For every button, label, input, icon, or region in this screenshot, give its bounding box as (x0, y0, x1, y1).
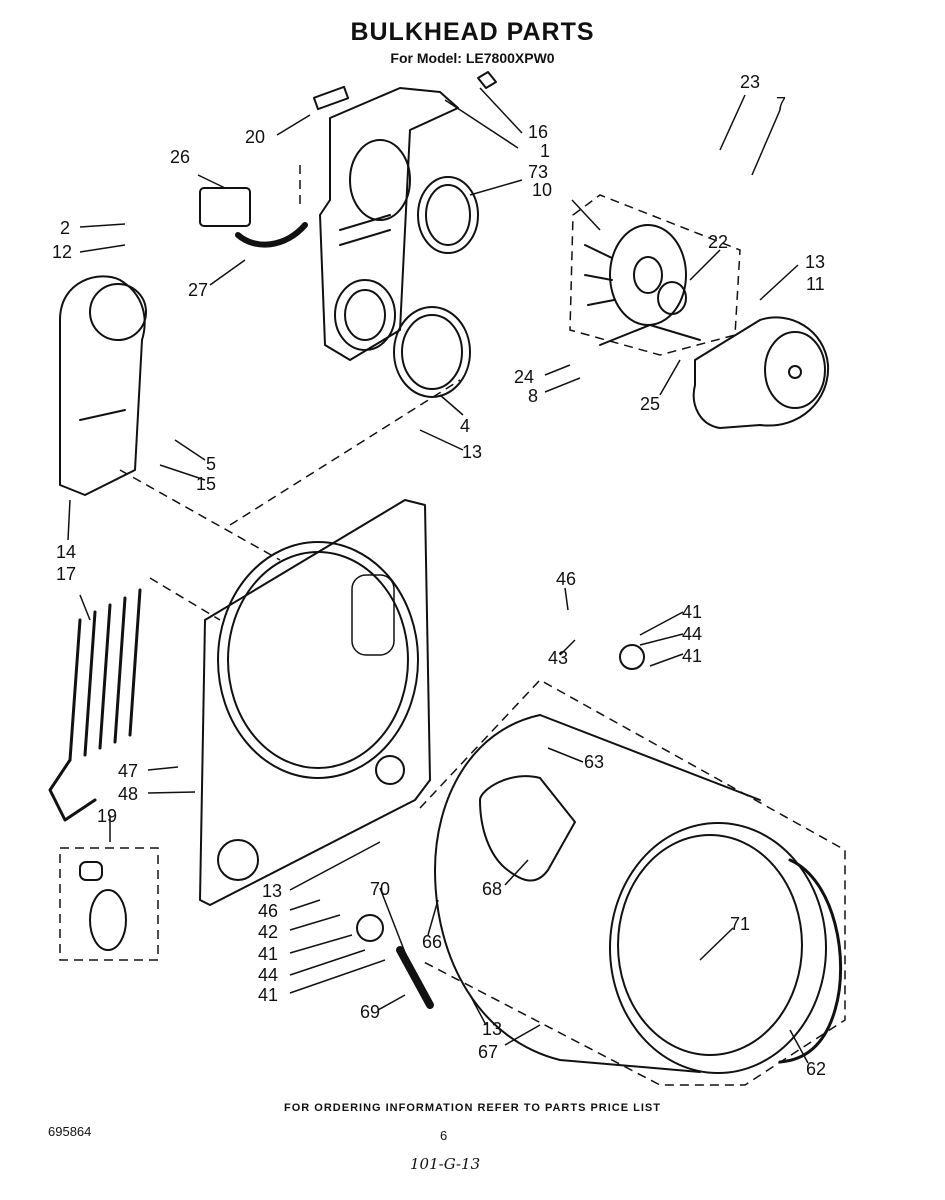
callout-16: 16 (528, 122, 548, 142)
guide-line (59, 847, 159, 961)
heater-element (48, 588, 142, 822)
callout-2: 2 (60, 218, 70, 238)
callout-20: 20 (245, 127, 265, 147)
roller-44b (356, 914, 384, 942)
callout-17: 17 (56, 564, 76, 584)
callout-13-seal: 13 (462, 442, 482, 462)
callout-8: 8 (528, 386, 538, 406)
callout-13-motor: 13 (805, 252, 825, 272)
seal-4 (393, 306, 471, 398)
callout-70: 70 (370, 879, 390, 899)
front-bulkhead (199, 499, 431, 906)
callout-1: 1 (540, 141, 550, 161)
callout-62: 62 (806, 1059, 826, 1079)
callout-47: 47 (118, 761, 138, 781)
ordering-info-note: FOR ORDERING INFORMATION REFER TO PARTS … (284, 1102, 661, 1114)
blower-motor-assembly (599, 316, 830, 429)
callout-14: 14 (56, 542, 76, 562)
callout-labels: 23 7 20 16 1 73 10 26 2 12 22 13 11 27 2… (52, 72, 826, 1079)
callout-44-lower: 44 (258, 965, 278, 985)
rear-bulkhead-duct (319, 87, 459, 361)
seal-73 (417, 176, 479, 254)
callout-10: 10 (532, 180, 552, 200)
callout-26: 26 (170, 147, 190, 167)
callout-24: 24 (514, 367, 534, 387)
callout-27: 27 (188, 280, 208, 300)
callout-15: 15 (196, 474, 216, 494)
page-number: 6 (440, 1128, 448, 1143)
callout-11: 11 (806, 274, 825, 294)
guide-line (229, 379, 461, 526)
guide-line (569, 194, 741, 356)
model-subtitle: For Model: LE7800XPW0 (390, 50, 555, 66)
drum (434, 714, 827, 1074)
clip-16 (477, 71, 497, 89)
callout-13-drum: 13 (482, 1019, 502, 1039)
document-number: 695864 (48, 1124, 92, 1139)
callout-68: 68 (482, 879, 502, 899)
callout-25: 25 (640, 394, 660, 414)
callout-13-front: 13 (262, 881, 282, 901)
callout-22: 22 (708, 232, 728, 252)
callout-73: 73 (528, 162, 548, 182)
hose-27 (235, 222, 308, 248)
callout-4: 4 (460, 416, 470, 436)
callout-63: 63 (584, 752, 604, 772)
guide-line (119, 469, 281, 621)
drum-baffle-68 (479, 775, 576, 882)
terminal-block-26 (199, 187, 251, 227)
callout-12: 12 (52, 242, 72, 262)
roller-44a (619, 644, 645, 670)
callout-5: 5 (206, 454, 216, 474)
callout-23: 23 (740, 72, 760, 92)
callout-41-upper: 41 (682, 602, 702, 622)
part-22 (657, 281, 687, 315)
handwritten-note: 101-G-13 (410, 1155, 481, 1173)
clip-20 (312, 85, 350, 111)
callout-19: 19 (97, 806, 117, 826)
callout-44-upper: 44 (682, 624, 702, 644)
callout-66: 66 (422, 932, 442, 952)
guide-line (419, 679, 846, 1086)
callout-46-upper: 46 (556, 569, 576, 589)
callout-48: 48 (118, 784, 138, 804)
callout-69: 69 (360, 1002, 380, 1022)
callout-46-lower: 46 (258, 901, 278, 921)
callout-42: 42 (258, 922, 278, 942)
blower-wheel (584, 224, 687, 326)
heater-housing (59, 275, 147, 496)
callout-67: 67 (478, 1042, 498, 1062)
page-title: BULKHEAD PARTS (350, 18, 595, 46)
callout-41-lower: 41 (258, 944, 278, 964)
callout-43: 43 (548, 648, 568, 668)
drum-seal-62 (778, 858, 843, 1064)
callout-41-lower-b: 41 (258, 985, 278, 1005)
callout-41-upper-b: 41 (682, 646, 702, 666)
idler-69 (396, 946, 434, 1009)
part-19-kit (79, 861, 127, 951)
callout-71: 71 (730, 914, 750, 934)
callout-7: 7 (776, 94, 786, 114)
